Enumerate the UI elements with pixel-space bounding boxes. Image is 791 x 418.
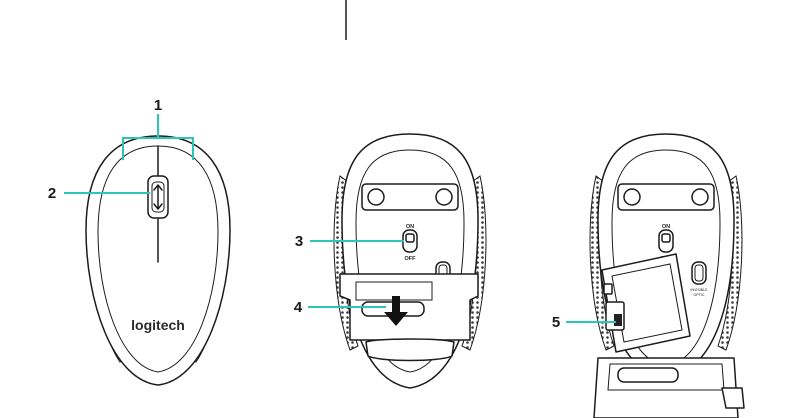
svg-text:INVISIBLE: INVISIBLE bbox=[690, 288, 708, 292]
push-down-arrow bbox=[384, 296, 408, 326]
callout-leaders bbox=[64, 114, 616, 323]
brand-logo: logitech bbox=[131, 317, 185, 333]
callout-4: 4 bbox=[294, 299, 303, 316]
svg-text:ON: ON bbox=[662, 224, 670, 230]
mouse-top-view: logitech bbox=[85, 135, 231, 386]
opened-battery-door bbox=[593, 357, 739, 418]
mouse-open-view: ON OFF INVISIBLE OPTIC bbox=[589, 133, 745, 418]
svg-text:OPTIC: OPTIC bbox=[694, 293, 705, 297]
bottom-foot-pad bbox=[365, 338, 455, 362]
callout-3: 3 bbox=[295, 233, 303, 250]
callout-1: 1 bbox=[154, 97, 162, 114]
mouse-bottom-view: ON OFF INVISIBLE OPTIC bbox=[333, 133, 487, 389]
callout-2: 2 bbox=[48, 185, 56, 202]
top-foot-pad bbox=[361, 183, 459, 211]
callout-5: 5 bbox=[552, 314, 560, 331]
mouse-shell-line bbox=[97, 145, 219, 373]
callout-numbers: 1 2 3 4 5 bbox=[48, 97, 560, 331]
switch-on-label: ON bbox=[406, 224, 414, 230]
switch-off-label: OFF bbox=[405, 256, 417, 262]
